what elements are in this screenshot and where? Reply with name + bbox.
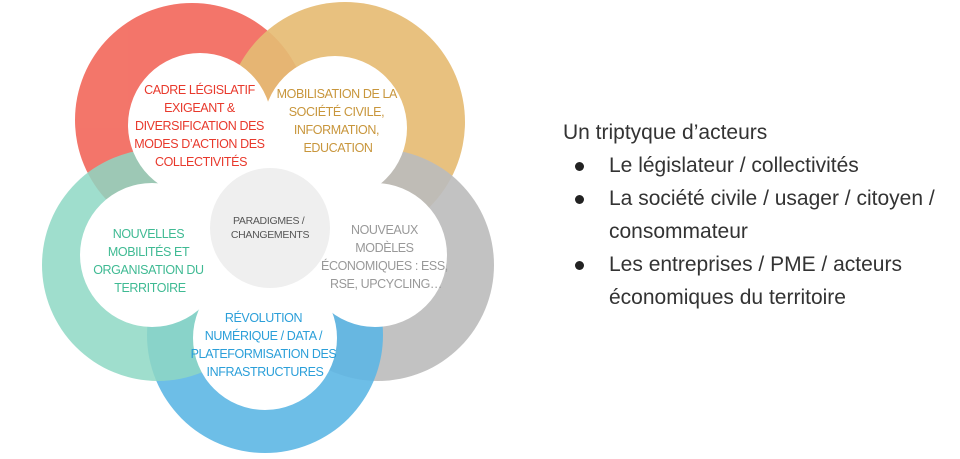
list-item: Le législateur / collectivités	[563, 149, 939, 182]
list-item: La société civile / usager / citoyen / c…	[563, 182, 939, 248]
center-circle	[210, 168, 330, 288]
paradigm-flower-diagram: PARADIGMES / CHANGEMENTS CADRE LÉGISLATI…	[42, 2, 494, 453]
label-numerique: RÉVOLUTION NUMÉRIQUE / DATA / PLATEFORMI…	[191, 310, 340, 379]
label-societe: MOBILISATION DE LA SOCIÉTÉ CIVILE, INFOR…	[277, 87, 400, 155]
center-label: PARADIGMES / CHANGEMENTS	[231, 215, 310, 241]
label-legislatif: CADRE LÉGISLATIF EXIGEANT & DIVERSIFICAT…	[134, 82, 267, 169]
label-economie: NOUVEAUX MODÈLES ÉCONOMIQUES : ESS, RSE,…	[321, 223, 451, 291]
actors-panel: Un triptyque d’acteurs Le législateur / …	[563, 116, 939, 314]
list-item: Les entreprises / PME / acteurs économiq…	[563, 248, 939, 314]
label-mobilite: NOUVELLES MOBILITÉS ET ORGANISATION DU T…	[93, 227, 207, 295]
panel-title: Un triptyque d’acteurs	[563, 121, 768, 144]
actors-list: Le législateur / collectivités La sociét…	[563, 149, 939, 314]
